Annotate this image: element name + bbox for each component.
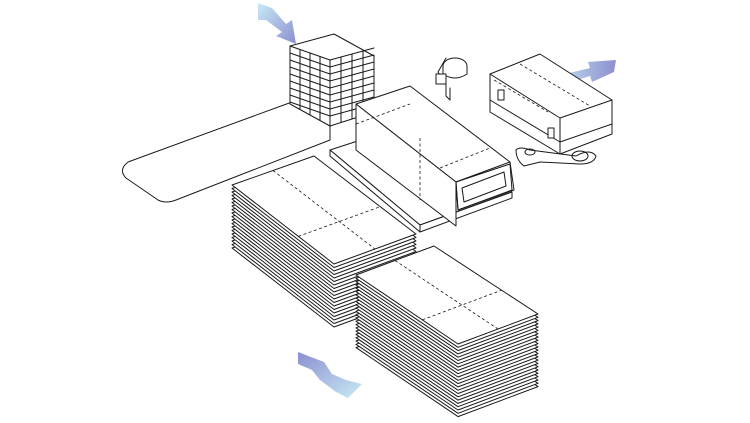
sheet-stacks xyxy=(231,155,539,418)
press-chamber xyxy=(329,85,515,233)
bale-row-line xyxy=(289,66,375,82)
sheet-stack xyxy=(355,245,539,418)
bale-row-line xyxy=(289,80,375,96)
flow-arrow-icon xyxy=(258,3,296,44)
bale-row-line xyxy=(289,87,375,103)
fold-line xyxy=(272,170,376,250)
bale-row-line xyxy=(289,73,375,89)
output-block xyxy=(489,53,613,155)
fold-line xyxy=(298,206,381,237)
transfer-arm xyxy=(515,147,597,167)
sheet-stack xyxy=(231,155,417,328)
binding-head xyxy=(435,57,468,101)
flow-arrow-icon xyxy=(298,352,362,398)
bale-row-line xyxy=(289,59,375,75)
bale-row-line xyxy=(289,52,375,68)
feed-belt xyxy=(122,101,331,203)
fold-line xyxy=(394,260,499,330)
bale-row-line xyxy=(289,94,375,110)
sheet-layer xyxy=(231,155,417,265)
